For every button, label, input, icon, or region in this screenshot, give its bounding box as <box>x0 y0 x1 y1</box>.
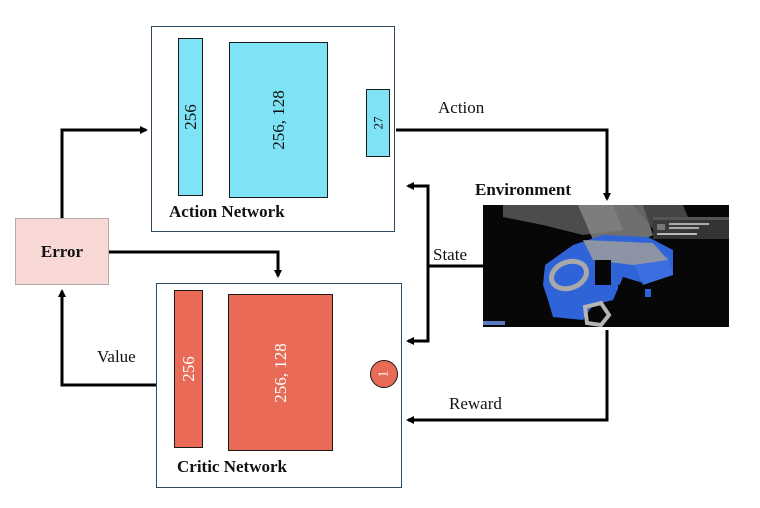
environment-3d-city-render <box>483 205 729 327</box>
action-hidden-layer: 256, 128 <box>229 42 328 198</box>
value-edge-label: Value <box>97 347 136 366</box>
critic-hidden-layer: 256, 128 <box>228 294 333 451</box>
critic-hidden-layer-label: 256, 128 <box>270 342 290 403</box>
critic-input-layer: 256 <box>174 290 203 448</box>
reward-edge-label: Reward <box>449 394 502 413</box>
critic-output-label: 1 <box>376 370 391 378</box>
action-input-layer-label: 256 <box>180 104 200 130</box>
action-input-layer: 256 <box>178 38 203 196</box>
critic-output-node: 1 <box>370 360 398 388</box>
action-arrow <box>396 128 611 201</box>
environment-title: Environment <box>475 180 572 199</box>
state-to-action-arrow <box>406 182 430 266</box>
state-to-critic-arrow <box>406 266 430 345</box>
value-to-error-arrow <box>58 289 156 387</box>
error-box: Error <box>15 218 109 285</box>
action-network-title: Action Network <box>169 202 285 221</box>
critic-network-title: Critic Network <box>177 457 287 476</box>
action-output-layer: 27 <box>366 89 390 157</box>
error-label: Error <box>40 241 84 261</box>
environment-image <box>483 205 729 327</box>
action-hidden-layer-label: 256, 128 <box>268 90 288 150</box>
error-to-critic-arrow <box>109 250 282 278</box>
error-to-action-arrow <box>60 126 148 218</box>
reward-arrow <box>406 330 609 424</box>
action-output-layer-label: 27 <box>370 116 385 130</box>
action-edge-label: Action <box>438 98 485 117</box>
critic-input-layer-label: 256 <box>178 356 198 382</box>
state-edge-label: State <box>433 245 467 264</box>
